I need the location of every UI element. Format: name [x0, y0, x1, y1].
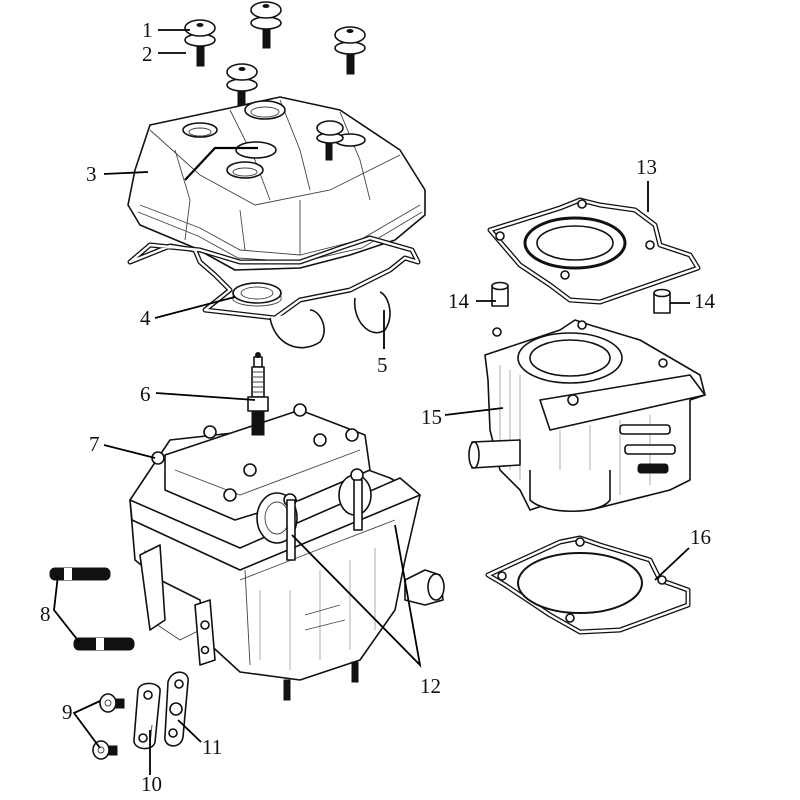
cap-bolt-2 [250, 1, 282, 49]
callout-13: 13 [636, 155, 657, 179]
head-bolts [151, 403, 364, 561]
leader-15 [444, 407, 504, 416]
leader-8 [53, 574, 81, 644]
callout-16: 16 [690, 525, 711, 549]
callout-9: 9 [62, 700, 73, 724]
callout-4: 4 [140, 306, 151, 330]
cap-bolt-5 [316, 120, 344, 161]
callout-15: 15 [421, 405, 442, 429]
leader-4 [154, 296, 236, 319]
leader-12 [291, 524, 422, 668]
seal-ring [232, 282, 282, 307]
leader-16 [654, 547, 690, 581]
flange-bolts [92, 693, 125, 760]
callout-10: 10 [141, 772, 162, 796]
callout-6: 6 [140, 382, 151, 406]
callout-14-right: 14 [694, 289, 715, 313]
leader-lines [53, 29, 690, 775]
callout-7: 7 [89, 432, 100, 456]
callout-8: 8 [40, 602, 51, 626]
cap-bolt-4 [226, 63, 258, 111]
cylinder-head-cover [127, 96, 426, 271]
cap-bolt-3 [334, 26, 366, 75]
cylinder-head [129, 403, 445, 701]
dowel-pin-left [491, 281, 509, 307]
blanking-plate [133, 682, 161, 750]
cap-bolt-1 [184, 19, 216, 67]
stud-bolts [49, 567, 135, 651]
leader-3 [103, 171, 149, 175]
plate-gasket [164, 671, 189, 747]
callout-5: 5 [377, 353, 388, 377]
callout-2: 2 [142, 42, 153, 66]
head-gasket [487, 197, 701, 305]
cylinder [468, 319, 706, 513]
leader-11 [177, 719, 202, 743]
base-gasket [485, 535, 691, 635]
callout-12: 12 [420, 674, 441, 698]
cover-gasket [127, 235, 421, 349]
callout-3: 3 [86, 162, 97, 186]
leader-7 [103, 444, 156, 459]
spark-plug [247, 352, 269, 436]
leader-9 [72, 700, 101, 749]
leader-6 [155, 392, 256, 401]
callout-1: 1 [142, 18, 153, 42]
callout-14-left: 14 [448, 289, 469, 313]
dowel-pin-right [653, 288, 671, 314]
callout-11: 11 [202, 735, 223, 759]
